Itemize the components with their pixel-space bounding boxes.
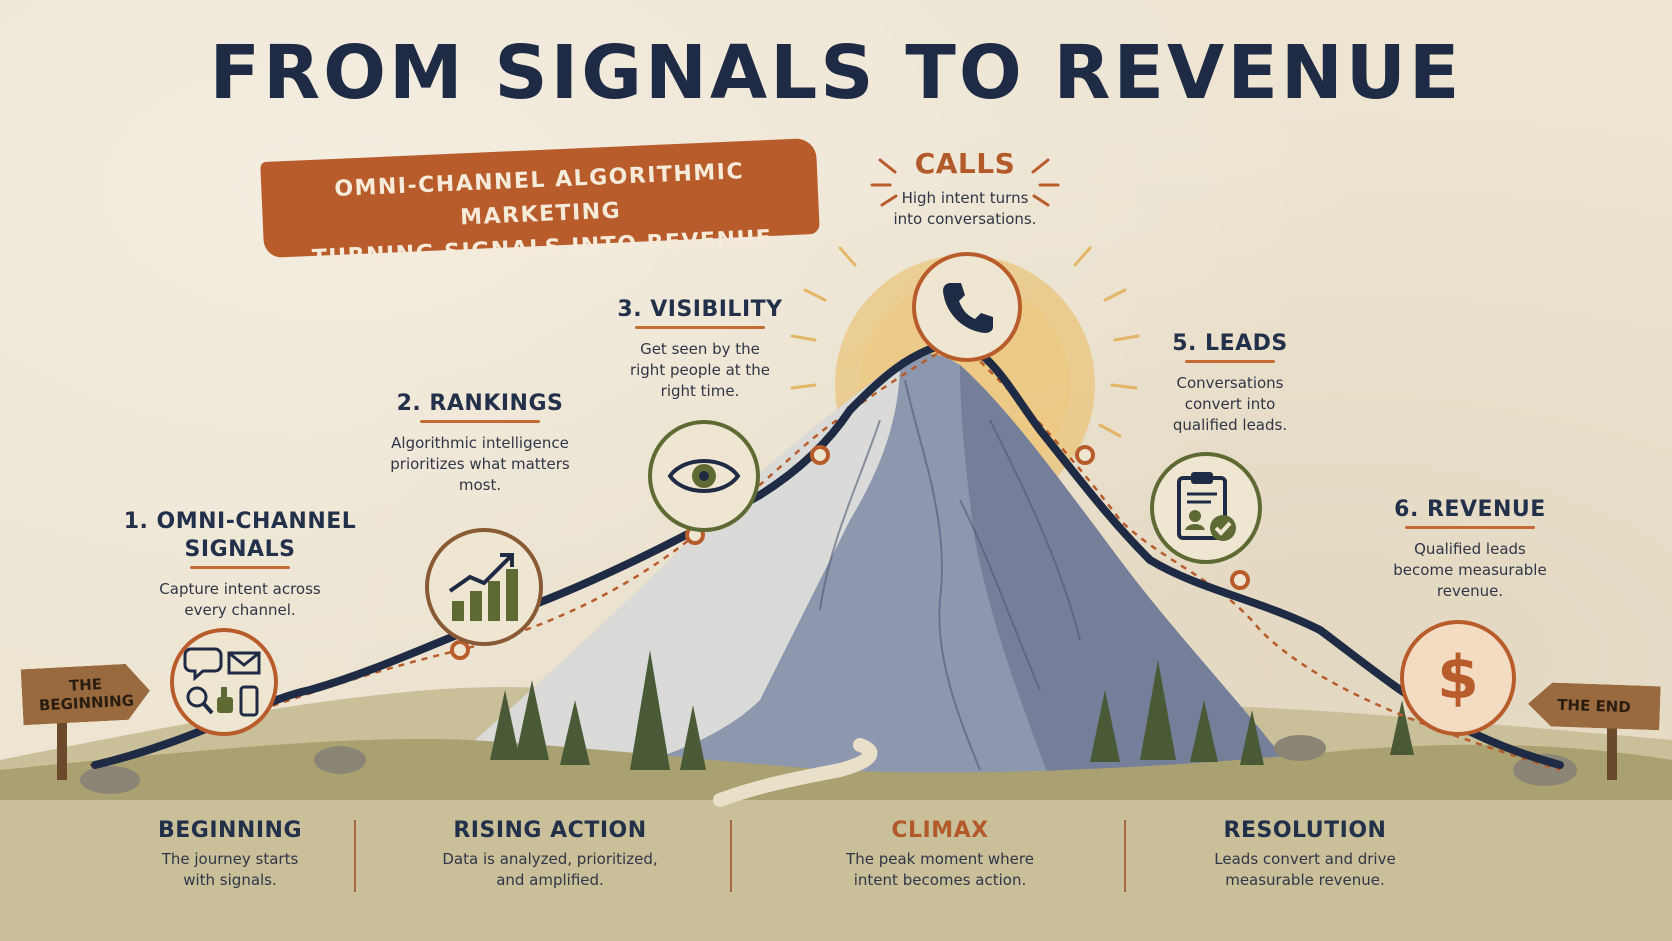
foreground	[0, 739, 1672, 800]
dollar-icon: $	[1437, 643, 1479, 713]
step-5-underline	[1185, 360, 1275, 363]
step-4-desc-line-1: High intent turns	[901, 189, 1029, 207]
phase-3-desc-line-2: intent becomes action.	[853, 871, 1027, 889]
phone-device-icon	[239, 685, 259, 717]
phase-2-desc-line-1: Data is analyzed, prioritized,	[442, 850, 658, 868]
step-6-underline	[1405, 526, 1535, 529]
step-calls: CALLS High intent turns into conversatio…	[870, 150, 1060, 230]
path-nodes	[450, 333, 1250, 660]
step-1-description: Capture intent across every channel.	[120, 579, 360, 621]
step-6-desc-line-2: become measurable	[1393, 561, 1547, 579]
phase-beginning: BEGINNING The journey starts with signal…	[110, 818, 350, 891]
phase-climax: CLIMAX The peak moment where intent beco…	[790, 818, 1090, 891]
phase-climax-description: The peak moment where intent becomes act…	[790, 849, 1090, 891]
mountain-shadow	[960, 365, 1300, 780]
step-3-desc-line-2: right people at the	[629, 361, 771, 379]
phase-4-desc-line-2: measurable revenue.	[1225, 871, 1385, 889]
step-3-description: Get seen by the right people at the righ…	[600, 339, 800, 402]
step-5-description: Conversations convert into qualified lea…	[1140, 373, 1320, 436]
phase-rising-title: RISING ACTION	[453, 818, 647, 843]
step-4-desc-line-2: into conversations.	[893, 210, 1037, 228]
visibility-icon-circle	[648, 420, 760, 532]
signals-icon-circle	[170, 628, 278, 736]
step-3-desc-line-3: right time.	[660, 382, 740, 400]
step-omni-channel: 1. OMNI-CHANNEL SIGNALS Capture intent a…	[120, 508, 360, 621]
mountain-snow	[430, 360, 900, 780]
eye-icon	[667, 459, 741, 493]
phase-divider-1	[354, 820, 356, 892]
step-leads: 5. LEADS Conversations convert into qual…	[1140, 330, 1320, 436]
step-1-underline	[190, 566, 290, 569]
clipboard-check-icon	[1177, 472, 1236, 541]
phase-3-desc-line-1: The peak moment where	[846, 850, 1034, 868]
thumbs-up-icon	[217, 687, 233, 713]
step-2-desc-line-3: most.	[458, 476, 502, 494]
step-5-title: 5. LEADS	[1172, 331, 1288, 356]
rankings-icon-circle	[425, 528, 543, 646]
step-visibility: 3. VISIBILITY Get seen by the right peop…	[600, 296, 800, 402]
phase-divider-3	[1124, 820, 1126, 892]
mountain-ridges	[819, 379, 1081, 771]
step-5-desc-line-3: qualified leads.	[1172, 416, 1288, 434]
step-revenue: 6. REVENUE Qualified leads become measur…	[1380, 496, 1560, 602]
step-4-title: CALLS	[914, 147, 1016, 180]
start-sign-line-2: BEGINNING	[38, 691, 135, 715]
trees	[490, 650, 1414, 770]
step-6-description: Qualified leads become measurable revenu…	[1380, 539, 1560, 602]
phase-climax-title: CLIMAX	[891, 818, 989, 843]
phase-divider-2	[730, 820, 732, 892]
leads-icon-circle	[1150, 452, 1262, 564]
phase-resolution-description: Leads convert and drive measurable reven…	[1160, 849, 1450, 891]
step-1-desc-line-2: every channel.	[184, 601, 296, 619]
chat-icon	[183, 647, 223, 682]
telephone-icon	[943, 283, 993, 333]
phase-beginning-title: BEGINNING	[157, 818, 303, 843]
step-1-title-line-2: SIGNALS	[184, 537, 296, 562]
phase-1-desc-line-2: with signals.	[183, 871, 277, 889]
step-5-desc-line-2: convert into	[1184, 395, 1276, 413]
step-5-desc-line-1: Conversations	[1176, 374, 1284, 392]
phase-resolution-title: RESOLUTION	[1223, 818, 1387, 843]
signals-icon-group	[183, 647, 261, 717]
step-2-desc-line-2: prioritizes what matters	[390, 455, 570, 473]
phase-rising-action: RISING ACTION Data is analyzed, prioriti…	[390, 818, 710, 891]
step-1-desc-line-1: Capture intent across	[159, 580, 321, 598]
step-2-title: 2. RANKINGS	[396, 391, 564, 416]
revenue-icon-circle: $	[1400, 620, 1516, 736]
journey-curve	[91, 337, 1564, 769]
step-rankings: 2. RANKINGS Algorithmic intelligence pri…	[360, 390, 600, 496]
phase-resolution: RESOLUTION Leads convert and drive measu…	[1160, 818, 1450, 891]
phase-4-desc-line-1: Leads convert and drive	[1214, 850, 1396, 868]
mail-icon	[227, 651, 261, 675]
step-1-title-line-1: 1. OMNI-CHANNEL	[123, 509, 357, 534]
step-6-desc-line-3: revenue.	[1436, 582, 1504, 600]
phase-1-desc-line-1: The journey starts	[161, 850, 299, 868]
phase-2-desc-line-2: and amplified.	[496, 871, 604, 889]
step-6-title: 6. REVENUE	[1394, 497, 1546, 522]
start-sign-post	[57, 710, 67, 780]
step-3-title: 3. VISIBILITY	[617, 297, 783, 322]
growth-chart-icon	[448, 553, 518, 621]
start-sign-line-1: THE	[68, 675, 103, 695]
phase-rising-description: Data is analyzed, prioritized, and ampli…	[390, 849, 710, 891]
step-6-desc-line-1: Qualified leads	[1414, 540, 1526, 558]
trail	[713, 738, 878, 807]
end-sign-label: THE END	[1556, 695, 1632, 717]
step-2-underline	[420, 420, 540, 423]
step-4-description: High intent turns into conversations.	[870, 188, 1060, 230]
search-icon	[186, 686, 214, 715]
step-2-desc-line-1: Algorithmic intelligence	[391, 434, 569, 452]
end-sign-post	[1607, 720, 1617, 780]
main-title: FROM SIGNALS TO REVENUE	[209, 30, 1463, 116]
calls-icon-circle	[912, 252, 1022, 362]
phase-beginning-description: The journey starts with signals.	[110, 849, 350, 891]
step-1-title: 1. OMNI-CHANNEL SIGNALS	[120, 508, 360, 564]
calls-rays	[870, 158, 1060, 207]
step-2-description: Algorithmic intelligence prioritizes wha…	[360, 433, 600, 496]
step-3-desc-line-1: Get seen by the	[640, 340, 760, 358]
step-3-underline	[635, 326, 765, 329]
